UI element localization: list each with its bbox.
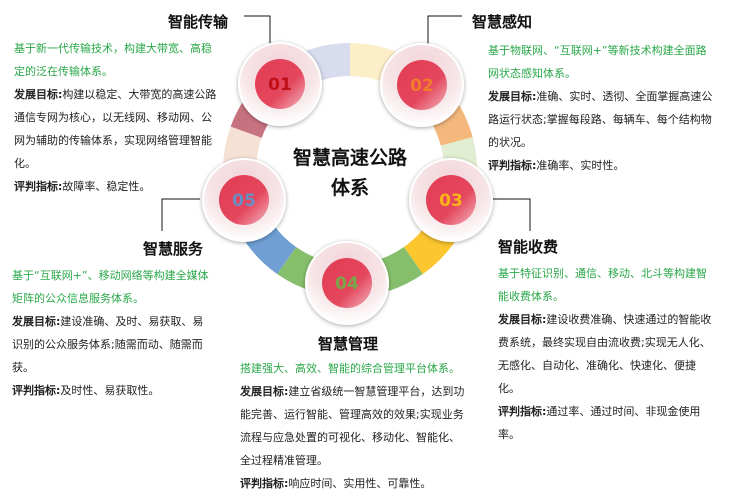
- connector-02: [427, 15, 462, 46]
- node-05-goal: 建设准确、及时、易获取、易识别的公众服务体系;随需而动、随需而获。: [12, 315, 204, 374]
- eval-label: 评判指标:: [12, 384, 61, 397]
- node-04-intro: 搭建强大、高效、智能的综合管理平台体系。: [240, 362, 460, 375]
- node-01-title: 智能传输: [168, 13, 229, 31]
- node-01-intro: 基于新一代传输技术，构建大带宽、高稳定的泛在传输体系。: [14, 42, 212, 78]
- connector-01: [244, 15, 271, 46]
- node-number: 05: [232, 191, 256, 211]
- goal-label: 发展目标:: [498, 313, 547, 326]
- connector-03: [492, 198, 531, 231]
- goal-label: 发展目标:: [488, 90, 537, 103]
- node-04-eval: 响应时间、实用性、可靠性。: [288, 477, 432, 490]
- eval-label: 评判指标:: [498, 405, 547, 418]
- node-number: 03: [439, 191, 463, 211]
- goal-label: 发展目标:: [14, 88, 63, 101]
- connector-05: [161, 198, 200, 231]
- node-05-title: 智慧服务: [143, 240, 204, 258]
- node-03-title: 智能收费: [498, 238, 559, 256]
- node-02-goal: 准确、实时、透彻、全面掌握高速公路运行状态;掌握每段路、每辆车、每个结构物的状况…: [488, 90, 713, 149]
- node-02-eval: 准确率、实时性。: [536, 159, 625, 172]
- node-04-description: 搭建强大、高效、智能的综合管理平台体系。 发展目标:建立省级统一智慧管理平台，达…: [240, 357, 468, 495]
- node-bubble-03: 03: [409, 158, 493, 242]
- goal-label: 发展目标:: [12, 315, 61, 328]
- node-bubble-04: 04: [305, 241, 389, 325]
- node-05-intro: 基于“互联网+”、移动网络等构建全媒体矩阵的公众信息服务体系。: [12, 269, 209, 305]
- node-number: 01: [268, 75, 292, 95]
- goal-label: 发展目标:: [240, 385, 289, 398]
- node-01-goal: 构建以稳定、大带宽的高速公路通信专网为核心，以无线网、移动网、公网为辅助的传输体…: [14, 88, 217, 170]
- node-03-goal: 建设收费准确、快速通过的智能收费系统，最终实现自由流收费;实现无人化、无感化、自…: [498, 313, 712, 395]
- node-03-description: 基于特征识别、通信、移动、北斗等构建智能收费体系。 发展目标:建设收费准确、快速…: [498, 262, 714, 446]
- node-03-intro: 基于特征识别、通信、移动、北斗等构建智能收费体系。: [498, 267, 707, 303]
- node-bubble-02: 02: [380, 43, 464, 127]
- eval-label: 评判指标:: [240, 477, 289, 490]
- center-title: 智慧高速公路体系: [292, 147, 407, 199]
- node-05-description: 基于“互联网+”、移动网络等构建全媒体矩阵的公众信息服务体系。 发展目标:建设准…: [12, 264, 212, 402]
- eval-label: 评判指标:: [488, 159, 537, 172]
- node-04-goal: 建立省级统一智慧管理平台，达到功能完善、运行智能、管理高效的效果;实现业务流程与…: [240, 385, 465, 467]
- node-05-eval: 及时性、易获取性。: [60, 384, 160, 397]
- node-02-description: 基于物联网、“互联网+”等新技术构建全面路网状态感知体系。 发展目标:准确、实时…: [488, 39, 716, 177]
- node-bubble-05: 05: [202, 158, 286, 242]
- node-number: 02: [410, 76, 434, 96]
- eval-label: 评判指标:: [14, 180, 63, 193]
- node-02-title: 智慧感知: [472, 13, 533, 31]
- node-number: 04: [335, 274, 359, 294]
- node-bubble-01: 01: [238, 42, 322, 126]
- node-01-description: 基于新一代传输技术，构建大带宽、高稳定的泛在传输体系。 发展目标:构建以稳定、大…: [14, 37, 218, 198]
- node-02-intro: 基于物联网、“互联网+”等新技术构建全面路网状态感知体系。: [488, 44, 707, 80]
- node-01-eval: 故障率、稳定性。: [62, 180, 151, 193]
- node-03-eval: 通过率、通过时间、非现金使用率。: [498, 405, 701, 441]
- node-04-title: 智慧管理: [318, 335, 379, 353]
